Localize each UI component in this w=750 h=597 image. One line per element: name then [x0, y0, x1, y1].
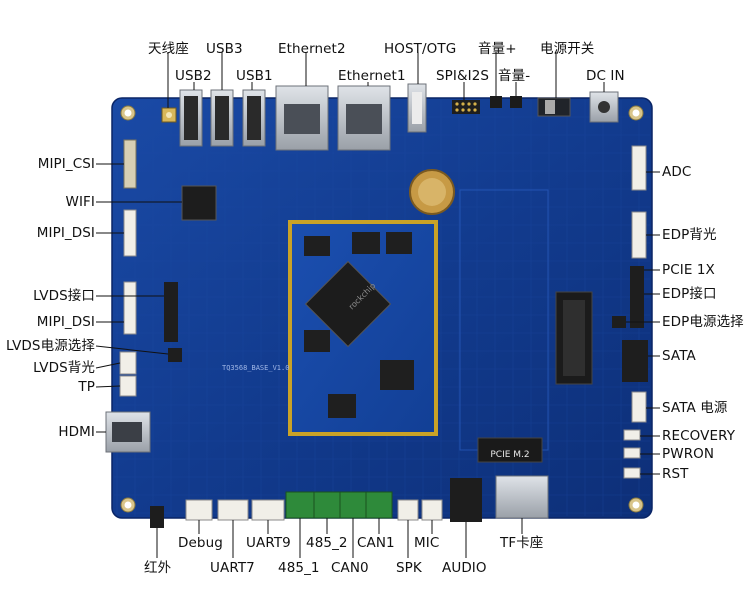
label-pcie-1x: PCIE 1X	[662, 262, 715, 278]
label-hdmi: HDMI	[58, 424, 95, 440]
label-adc: ADC	[662, 164, 692, 180]
label-antenna: 天线座	[148, 41, 189, 57]
label-wifi: WIFI	[65, 194, 95, 210]
label-usb1: USB1	[236, 68, 273, 84]
label-audio: AUDIO	[442, 560, 487, 576]
label-pwron: PWRON	[662, 446, 715, 462]
label-ethernet2: Ethernet2	[278, 41, 346, 57]
label-usb3: USB3	[206, 41, 243, 57]
label-sata-power: SATA 电源	[662, 400, 728, 416]
label-infrared: 红外	[144, 560, 172, 576]
label-mipi-csi: MIPI_CSI	[37, 156, 95, 172]
label-dc-in: DC IN	[586, 68, 625, 84]
label-host-otg: HOST/OTG	[384, 41, 457, 57]
label-mic: MIC	[414, 535, 440, 551]
right-connectors: PCIE M.2	[477, 145, 648, 479]
label-sata: SATA	[662, 348, 696, 364]
label-485-2: 485_2	[306, 535, 348, 551]
label-volume-down: 音量-	[498, 68, 531, 84]
label-lvds-interface: LVDS接口	[33, 288, 95, 304]
label-ethernet1: Ethernet1	[338, 68, 406, 84]
label-rst: RST	[662, 466, 689, 482]
top-connectors	[161, 83, 619, 151]
som-core-board	[288, 220, 438, 436]
label-lvds-backlight: LVDS背光	[33, 360, 95, 376]
label-uart7: UART7	[210, 560, 255, 576]
label-uart9: UART9	[246, 535, 291, 551]
leader-lines	[95, 52, 660, 558]
label-recovery: RECOVERY	[662, 428, 736, 444]
label-edp-backlight: EDP背光	[662, 227, 717, 243]
label-485-1: 485_1	[278, 560, 320, 576]
label-usb2: USB2	[175, 68, 212, 84]
label-edp-power-select: EDP电源选择	[662, 314, 744, 330]
label-can1: CAN1	[357, 535, 395, 551]
label-mipi-dsi-2: MIPI_DSI	[36, 314, 95, 330]
label-spk: SPK	[396, 560, 422, 576]
bottom-connectors	[150, 475, 549, 528]
coin-battery	[409, 169, 455, 215]
label-mipi-dsi-1: MIPI_DSI	[36, 225, 95, 241]
label-debug: Debug	[178, 535, 223, 551]
pcie-slot-silk: PCIE M.2	[490, 450, 529, 460]
label-lvds-power-select: LVDS电源选择	[5, 338, 95, 354]
label-can0: CAN0	[331, 560, 369, 576]
label-power-switch: 电源开关	[540, 41, 595, 57]
board-silk-model: TQ3568_BASE_V1.0	[222, 364, 289, 372]
label-volume-up: 音量+	[478, 41, 517, 57]
label-tp: TP	[78, 379, 95, 395]
label-spi-i2s: SPI&I2S	[436, 68, 490, 84]
left-connectors	[105, 139, 217, 453]
label-tf-slot: TF卡座	[500, 535, 544, 551]
label-edp-interface: EDP接口	[662, 286, 717, 302]
